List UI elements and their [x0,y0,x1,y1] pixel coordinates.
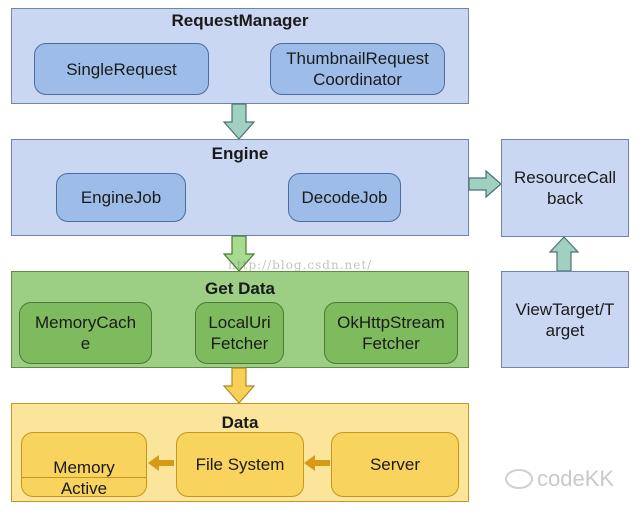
local-uri-line1: LocalUri [208,313,271,332]
engine-panel: Engine EngineJob DecodeJob [11,139,469,236]
active-label: Active [60,479,108,498]
brand-label: codeKK [537,466,615,491]
file-system-label: File System [195,455,285,474]
data-panel: Data Memory Active File System Server [11,403,469,502]
decode-job-box: DecodeJob [288,173,401,222]
decode-job-label: DecodeJob [301,188,388,207]
arrow-viewtarget-to-resource-callback [548,236,580,272]
okhttp-line1: OkHttpStream [337,313,445,332]
memory-cache-line1: MemoryCach [34,313,137,332]
resource-callback-box: ResourceCall back [501,139,629,237]
memory-cache-line2: e [80,334,91,353]
server-label: Server [369,455,421,474]
thumbnail-label-line1: ThumbnailRequest [286,49,429,68]
data-title: Data [221,413,259,432]
arrow-server-to-file-system [304,455,330,471]
view-target-box: ViewTarget/T arget [501,271,629,368]
memory-box: Memory Active [21,432,147,498]
file-system-box: File System [176,432,304,497]
memory-divider [22,477,146,478]
request-manager-panel: RequestManager SingleRequest ThumbnailRe… [11,8,469,104]
engine-title: Engine [211,144,269,163]
okhttp-stream-fetcher-box: OkHttpStream Fetcher [324,302,458,364]
arrow-engine-to-resource-callback [468,169,502,199]
arrow-request-to-engine [222,103,256,140]
view-target-line1: ViewTarget/T [515,299,615,319]
resource-callback-line2: back [547,189,583,208]
thumbnail-label-line2: Coordinator [313,70,402,89]
arrow-file-system-to-memory [148,455,174,471]
get-data-title: Get Data [205,279,275,298]
request-manager-title: RequestManager [171,11,309,30]
local-uri-line2: Fetcher [210,334,269,353]
view-target-line2: arget [545,320,585,340]
engine-job-box: EngineJob [56,173,186,222]
local-uri-fetcher-box: LocalUri Fetcher [195,302,284,364]
single-request-box: SingleRequest [34,43,209,95]
thumbnail-request-coordinator-box: ThumbnailRequest Coordinator [270,43,445,95]
memory-cache-box: MemoryCach e [19,302,152,364]
resource-callback-line1: ResourceCall [513,168,617,187]
chat-bubble-icon [505,469,533,489]
arrow-engine-to-get-data [222,235,256,272]
get-data-panel: Get Data MemoryCach e LocalUri Fetcher O… [11,271,469,368]
brand-watermark: codeKK [505,466,614,492]
watermark: http://blog.csdn.net/ [228,258,373,272]
engine-job-label: EngineJob [80,188,162,207]
arrow-get-data-to-data [222,367,256,404]
single-request-label: SingleRequest [66,59,177,79]
server-box: Server [331,432,459,497]
memory-label: Memory [53,458,115,477]
okhttp-line2: Fetcher [362,334,420,353]
